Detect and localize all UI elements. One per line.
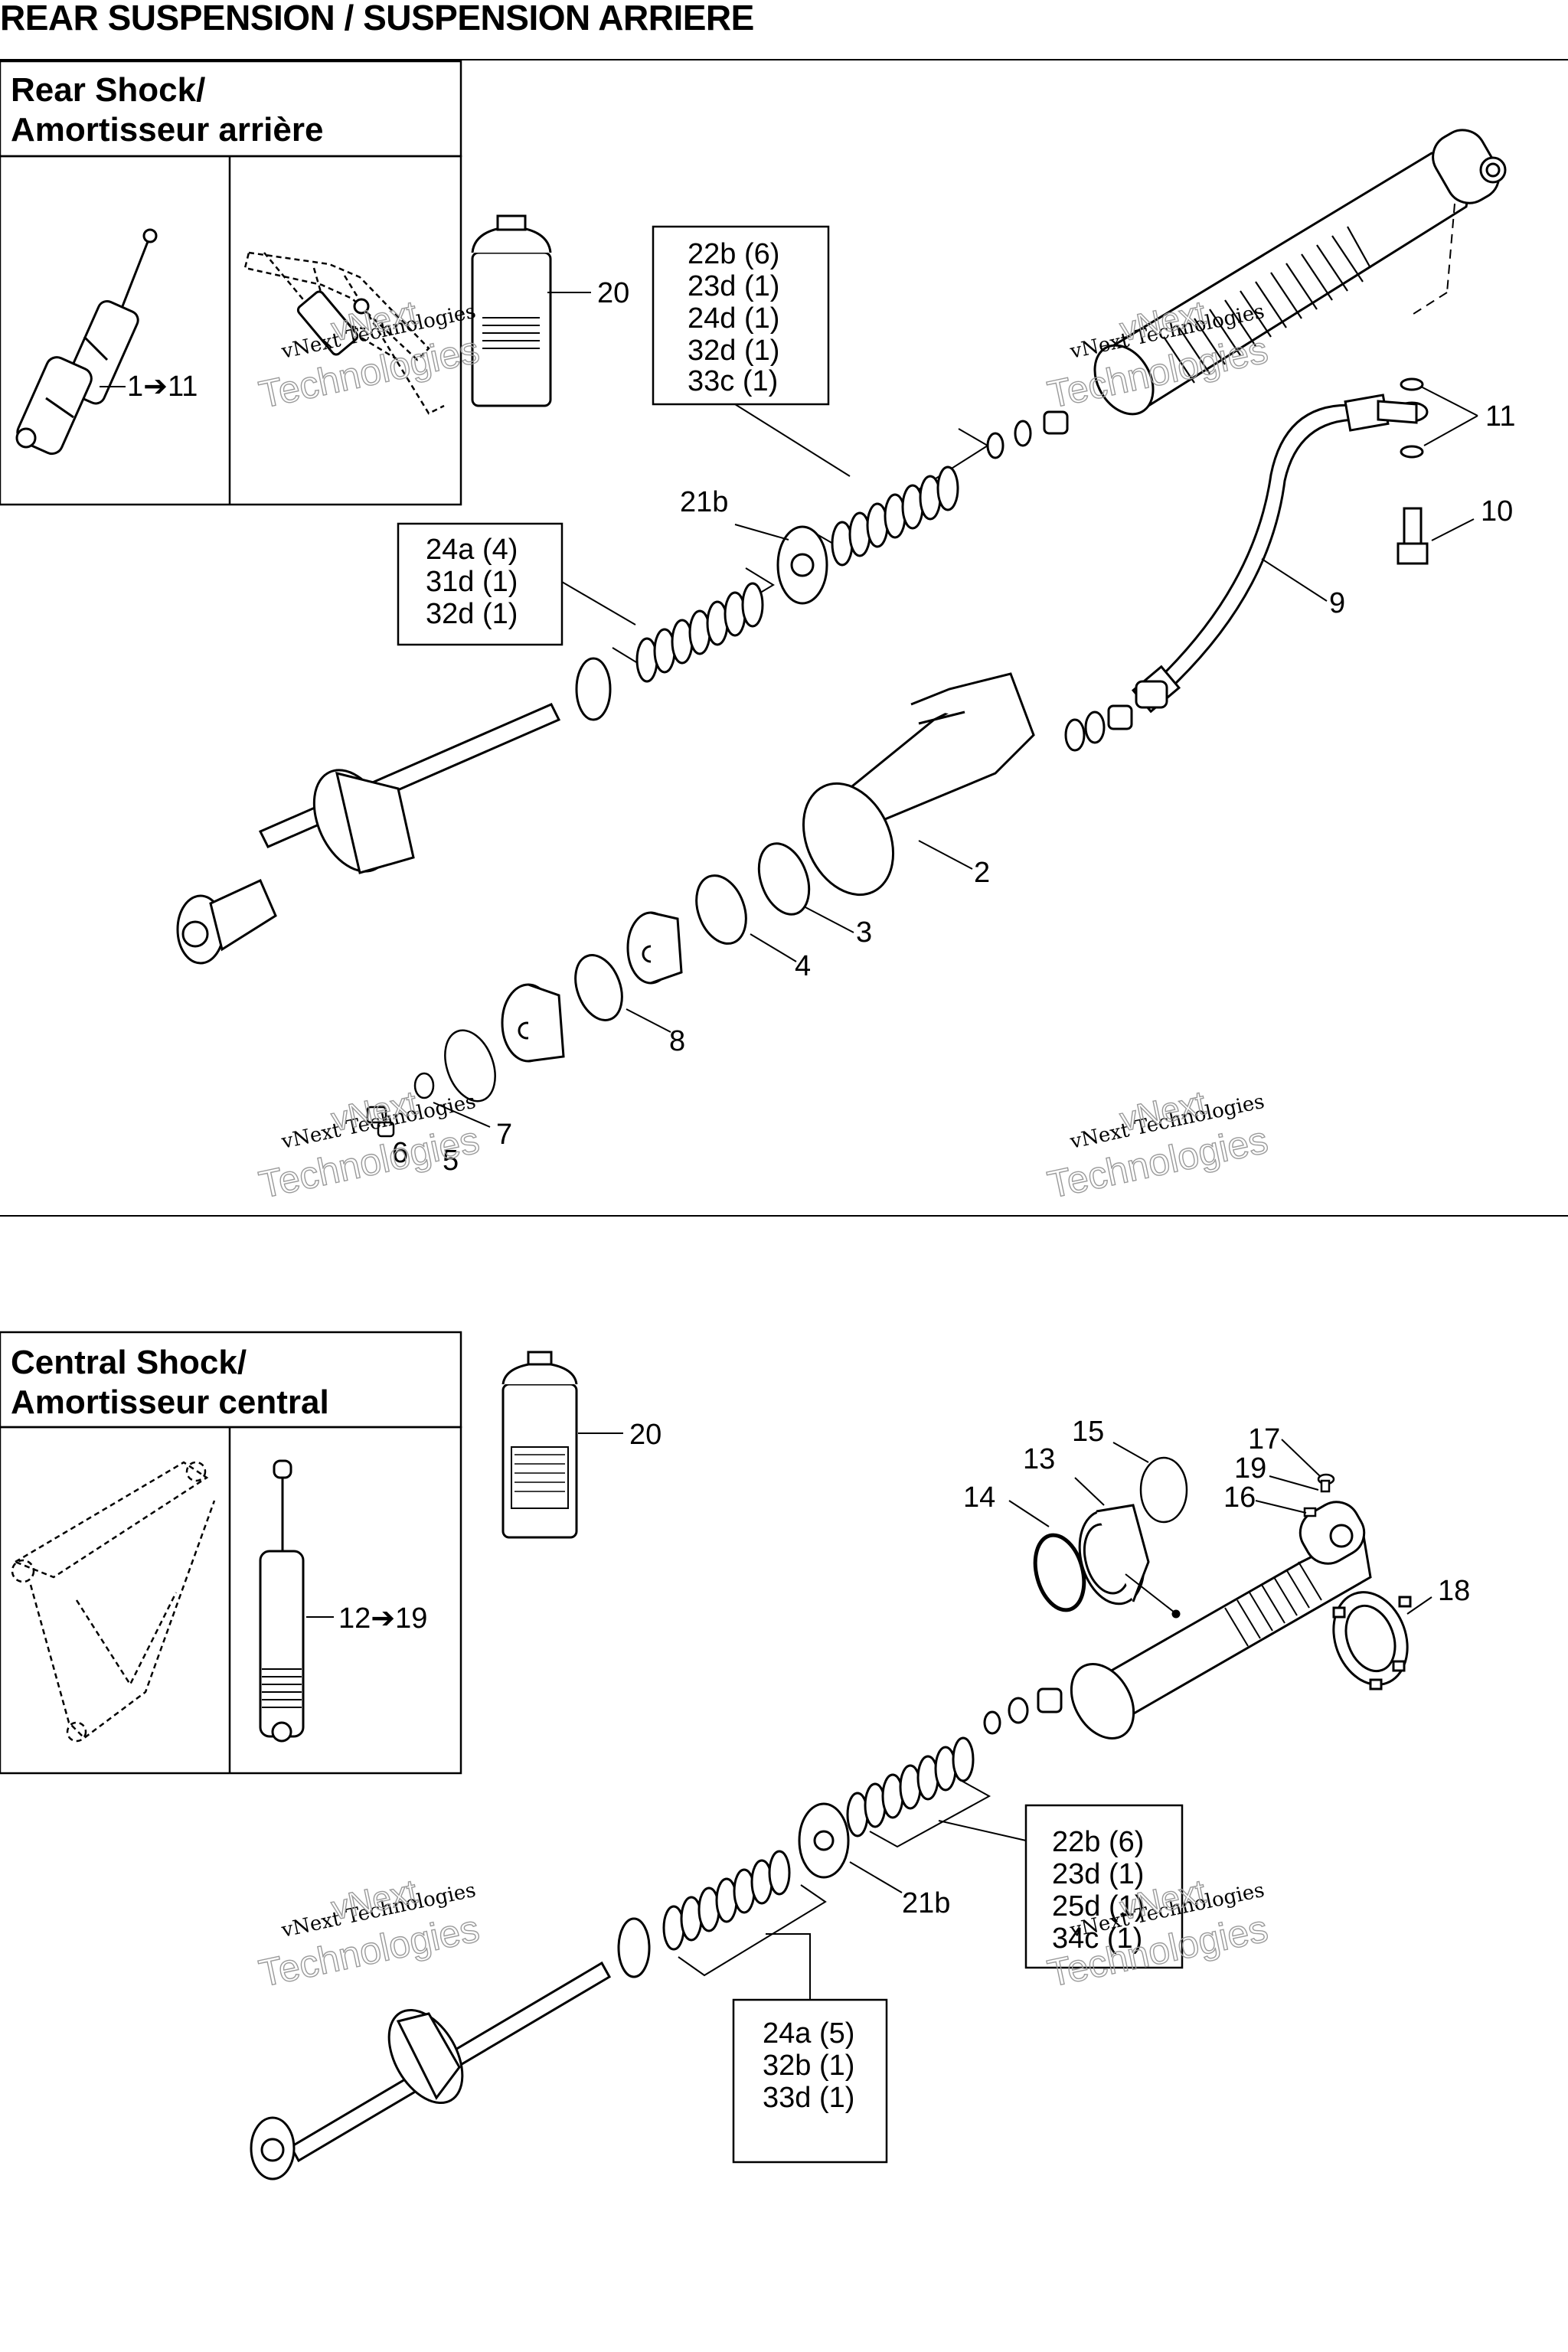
rear-callout-8: 8 [669,1025,685,1057]
rear-heading-line2: Amortisseur arrière [11,111,323,149]
watermark-text: vNext [328,1873,420,1927]
central-shock-section: Central Shock/ Amortisseur central [0,1331,1470,2180]
central-kit-right-item: 22b (6) [1052,1826,1144,1858]
rear-kit-upper-item: 22b (6) [688,238,779,270]
rear-oil-bottle [471,214,552,407]
central-callout-13: 13 [1023,1443,1055,1475]
central-shock-thumbnail [259,1459,305,1743]
central-frame-thumbnail [11,1461,216,1743]
central-disk-15 [1139,1456,1188,1524]
rear-spring-stack-lower [575,582,764,721]
central-piston [798,1802,850,1879]
rear-callout-21b: 21b [680,486,728,518]
central-callout-15: 15 [1072,1416,1104,1448]
rear-kit-lower-item: 32d (1) [426,598,518,630]
rear-end-cap [501,983,565,1063]
rear-range-label: 1➔11 [127,371,198,403]
rear-kit-lower-item: 24a (4) [426,534,518,566]
rear-hose [1131,394,1390,714]
rear-callout-2: 2 [974,857,990,889]
central-callout-21b: 21b [902,1887,950,1919]
rear-kit-upper-item: 23d (1) [688,270,779,302]
central-spring-stack-lower [617,1850,791,1978]
rear-heading-box: Rear Shock/ Amortisseur arrière [0,60,462,158]
central-spring-stack-upper [846,1736,975,1838]
rear-frame-shock-detail [296,290,370,356]
rear-body-orings [1064,680,1168,752]
rear-bottle-callout: 20 [597,277,629,309]
rear-ring-4 [695,874,747,945]
central-heading-line2: Amortisseur central [11,1383,329,1421]
rear-shock-shaft [176,703,561,965]
central-heading-line1: Central Shock/ [11,1344,247,1381]
rear-shaft-nut-washers [986,410,1069,459]
rear-kit-upper-item: 24d (1) [688,302,779,335]
rear-disk [444,1029,496,1102]
central-callout-16: 16 [1223,1481,1256,1514]
central-callout-18: 18 [1438,1575,1470,1607]
rear-heading-line1: Rear Shock/ [11,71,205,109]
rear-oring-7 [413,1072,435,1099]
central-bottle-callout: 20 [629,1419,662,1451]
rear-callout-9: 9 [1329,587,1345,619]
rear-shock-body [802,672,1035,897]
rear-callout-7: 7 [496,1119,512,1151]
rear-kit-box-upper: 22b (6) 23d (1) 24d (1) 32d (1) 33c (1) [652,225,830,406]
rear-callout-5: 5 [443,1145,459,1177]
central-kit-bottom-item: 24a (5) [763,2017,854,2050]
watermark-mid-right: vNext Technologies vNext Technologies [1044,1083,1272,1207]
central-callout-17: 17 [1248,1423,1280,1455]
rear-kit-box-lower: 24a (4) 31d (1) 32d (1) [397,522,564,646]
rear-spring-stack-upper [831,466,959,567]
central-shock-body [1070,1501,1372,1740]
watermark-text: vNext [328,1084,420,1138]
rear-kit-lower-item: 31d (1) [426,566,518,598]
watermark-text: vNext [328,294,420,348]
rear-piston [776,525,828,605]
rear-callout-6: 6 [392,1137,408,1169]
central-heading-box: Central Shock/ Amortisseur central [0,1331,462,1429]
central-kit-box-right: 22b (6) 23d (1) 25d (1) 34c (1) [1024,1804,1184,1969]
rear-valve-parts [366,1106,395,1138]
rear-shock-section: Rear Shock/ Amortisseur arrière 1➔11 [0,60,1515,1177]
watermark-text: vNext [1117,1084,1209,1138]
rear-oring-8 [574,954,623,1021]
central-kit-bottom-item: 32b (1) [763,2050,854,2082]
central-kit-right-item: 34c (1) [1052,1922,1142,1955]
rear-callout-10: 10 [1481,495,1513,528]
rear-kit-upper-item: 33c (1) [688,365,778,397]
rear-reservoir-body [1093,129,1507,416]
rear-banjo-washers [1377,377,1429,459]
central-lock-ring-18 [1332,1591,1412,1690]
central-callout-19: 19 [1234,1452,1266,1485]
watermark-bottom-left: vNext Technologies vNext Technologies [255,1872,484,1995]
rear-shock-thumbnail [15,228,158,456]
page-title: REAR SUSPENSION / SUSPENSION ARRIERE [0,0,754,38]
rear-banjo-bolt [1396,507,1429,565]
central-sleeve-13 [1078,1504,1150,1606]
rear-callout-4: 4 [795,950,811,982]
rear-kit-upper-item: 32d (1) [688,335,779,367]
central-oil-bottle [501,1351,578,1539]
central-shaft-nut-washers [983,1687,1063,1735]
central-shock-shaft [250,1961,612,2180]
central-range-label: 12➔19 [338,1602,427,1635]
rear-cap [626,911,683,985]
rear-ring-3 [757,842,811,916]
central-kit-box-bottom: 24a (5) 32b (1) 33d (1) [732,1998,888,2164]
central-callout-14: 14 [963,1481,995,1514]
rear-callout-3: 3 [856,916,872,949]
central-kit-right-item: 25d (1) [1052,1890,1144,1922]
central-screw-parts [1303,1473,1335,1517]
rear-callout-11: 11 [1485,400,1515,433]
central-kit-right-item: 23d (1) [1052,1858,1144,1890]
central-kit-bottom-item: 33d (1) [763,2082,854,2114]
watermark-mid-left: vNext Technologies vNext Technologies [255,1083,484,1207]
